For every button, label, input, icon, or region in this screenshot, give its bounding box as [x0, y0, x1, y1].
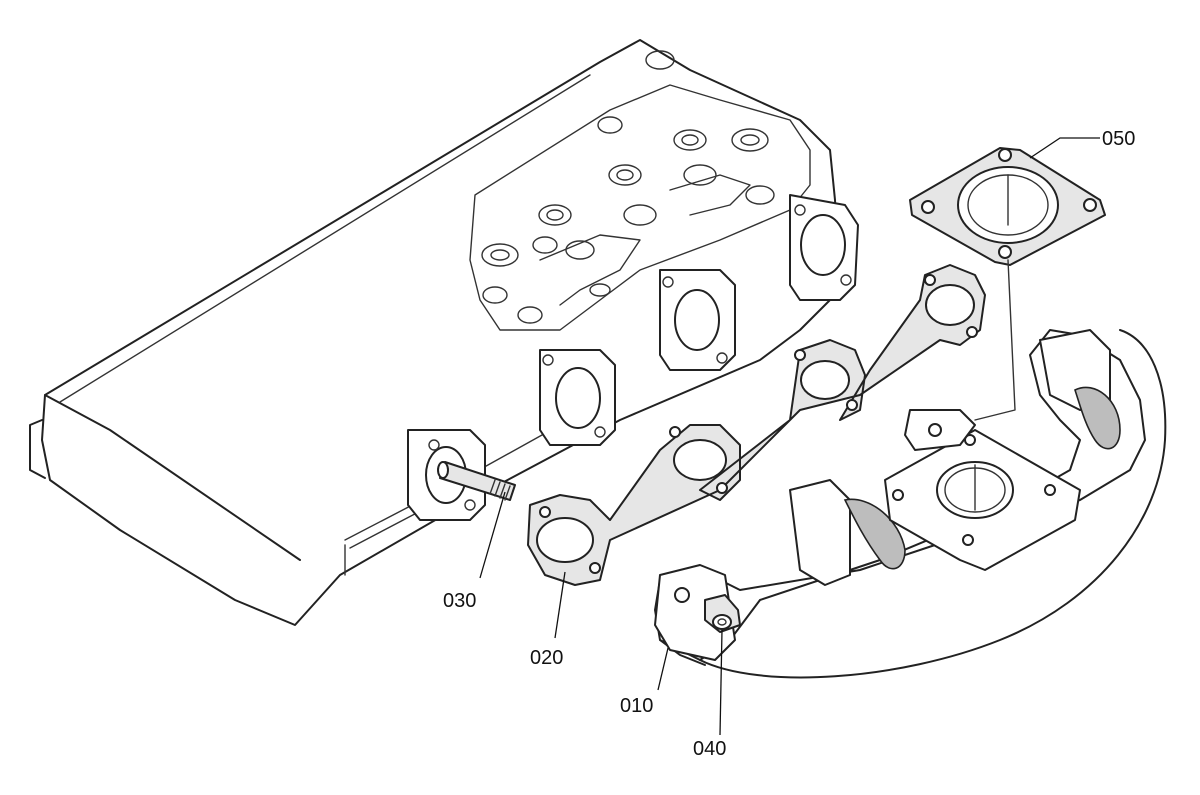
head-exhaust-ports — [407, 194, 859, 521]
callout-050: 050 — [1102, 128, 1135, 150]
manifold-gasket-020 — [527, 264, 986, 586]
head-gasket-pattern — [469, 50, 811, 331]
callout-030: 030 — [443, 590, 476, 612]
exhaust-manifold-010 — [654, 329, 1167, 679]
cylinder-head — [29, 39, 859, 626]
callout-040: 040 — [693, 738, 726, 760]
callout-020: 020 — [530, 647, 563, 669]
outlet-gasket-050 — [909, 147, 1106, 421]
leader-lines — [479, 137, 1100, 736]
callout-010: 010 — [620, 695, 653, 717]
stud-bolt-030 — [437, 461, 516, 501]
nut-040 — [704, 594, 741, 633]
